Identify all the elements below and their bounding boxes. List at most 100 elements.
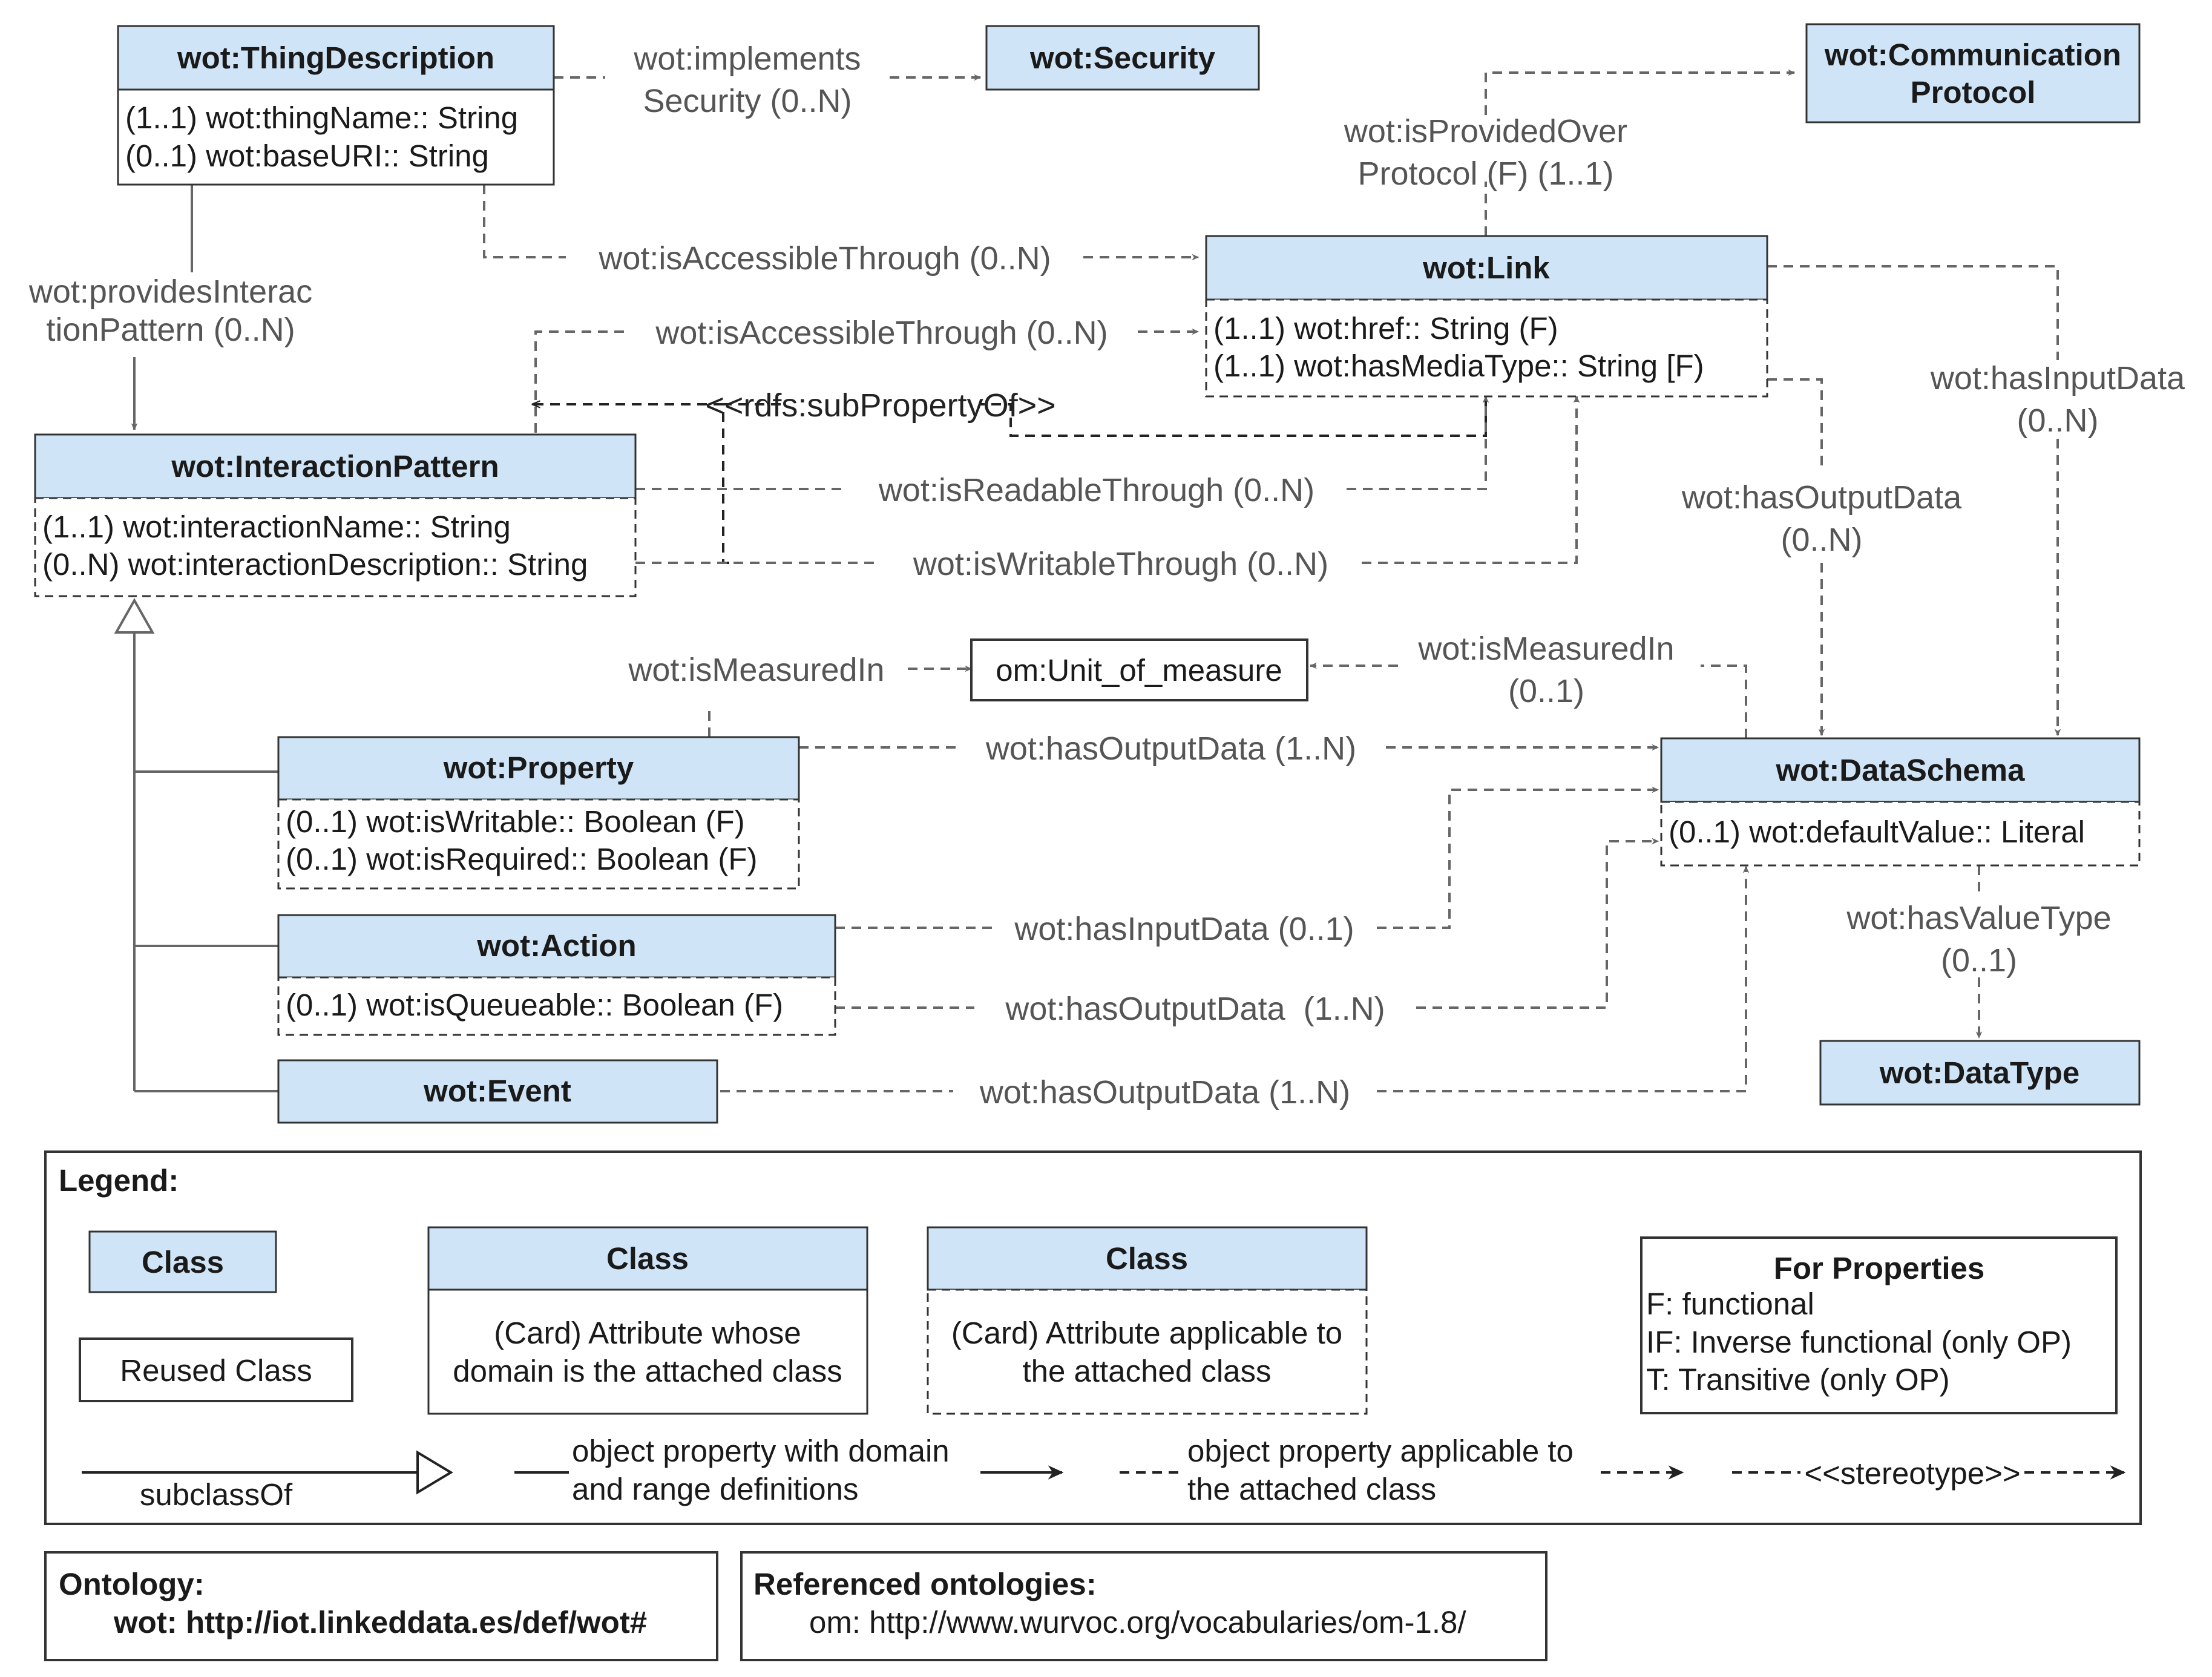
label-event-output: wot:hasOutputData (1..N) bbox=[979, 1074, 1350, 1111]
class-box bbox=[970, 638, 1308, 701]
label-ds-measured-2: (0..1) bbox=[1508, 673, 1584, 709]
legend-for-properties-title: For Properties bbox=[1774, 1251, 1985, 1285]
referenced-value: om: http://www.wurvoc.org/vocabularies/o… bbox=[809, 1605, 1466, 1639]
class-attr: (0..1) wot:isQueueable:: Boolean (F) bbox=[286, 988, 783, 1022]
legend-class-body bbox=[427, 1288, 868, 1415]
legend-obj-prop-domain-2: and range definitions bbox=[572, 1472, 859, 1506]
class-header bbox=[277, 1059, 718, 1124]
class-attr: (1..1) wot:thingName:: String bbox=[125, 100, 518, 135]
class-unit-of-measure[interactable]: om:Unit_of_measure bbox=[970, 638, 1308, 701]
legend: Legend: Class Reused Class Class (Card) … bbox=[44, 1150, 2142, 1525]
class-attr: (1..1) wot:href:: String (F) bbox=[1213, 311, 1558, 346]
class-header bbox=[1819, 1040, 2141, 1106]
class-title-line2: Protocol bbox=[1911, 75, 2036, 110]
label-implements-2: Security (0..N) bbox=[643, 83, 852, 119]
class-interaction-pattern[interactable]: wot:InteractionPattern (1..1) wot:intera… bbox=[34, 433, 637, 597]
class-body bbox=[277, 976, 836, 1036]
legend-class-label: Class bbox=[1106, 1241, 1188, 1276]
class-header bbox=[277, 736, 800, 801]
label-provides-interaction-1: wot:providesInterac bbox=[28, 274, 312, 310]
class-thing-description[interactable]: wot:ThingDescription (1..1) wot:thingNam… bbox=[117, 25, 555, 186]
class-header bbox=[1660, 737, 2141, 803]
ontology-value: wot: http://iot.linkeddata.es/def/wot# bbox=[113, 1605, 647, 1639]
legend-for-properties-line: T: Transitive (only OP) bbox=[1646, 1362, 1950, 1397]
class-header bbox=[34, 433, 637, 499]
edge-provided-over-b bbox=[1485, 69, 1796, 115]
legend-class-body bbox=[927, 1288, 1368, 1415]
referenced-title: Referenced ontologies: bbox=[753, 1567, 1097, 1601]
label-implements-1: wot:implements bbox=[633, 41, 861, 77]
ontology-title: Ontology: bbox=[59, 1567, 205, 1601]
label-link-input-2: (0..N) bbox=[2017, 402, 2099, 439]
class-body bbox=[117, 88, 555, 186]
class-security[interactable]: wot:Security bbox=[985, 25, 1260, 91]
edge-event-output-b bbox=[1377, 865, 1750, 1092]
legend-for-properties-box bbox=[1640, 1236, 2118, 1414]
class-header bbox=[1805, 23, 2141, 123]
legend-attr-applicable-1: (Card) Attribute applicable to bbox=[951, 1316, 1342, 1350]
label-action-output: wot:hasOutputData (1..N) bbox=[1005, 991, 1385, 1027]
class-data-schema[interactable]: wot:DataSchema (0..1) wot:defaultValue::… bbox=[1660, 737, 2141, 867]
subclass-triangle-icon bbox=[114, 597, 155, 634]
legend-reused-class-sample bbox=[79, 1337, 353, 1402]
referenced-ontologies-box: Referenced ontologies: om: http://www.wu… bbox=[740, 1551, 1547, 1661]
edge-writable-b bbox=[1362, 395, 1580, 564]
ontology-frame bbox=[44, 1551, 718, 1661]
edge-action-input-b bbox=[1377, 786, 1659, 929]
class-body bbox=[1205, 298, 1768, 398]
edge-td-accessible-a bbox=[483, 185, 566, 258]
class-attr: (0..1) wot:isWritable:: Boolean (F) bbox=[286, 804, 745, 839]
legend-for-properties-line: F: functional bbox=[1646, 1287, 1814, 1321]
label-td-accessible: wot:isAccessibleThrough (0..N) bbox=[598, 240, 1051, 277]
edge-ip-accessible-a bbox=[534, 330, 626, 433]
legend-attr-domain-2: domain is the attached class bbox=[453, 1354, 842, 1388]
label-link-output-1: wot:hasOutputData bbox=[1681, 479, 1962, 516]
edge-subproperty-b bbox=[722, 403, 781, 564]
class-link[interactable]: wot:Link (1..1) wot:href:: String (F) (1… bbox=[1205, 235, 1768, 398]
class-body bbox=[277, 798, 800, 890]
edge-readable-b bbox=[1347, 395, 1489, 490]
legend-subclass-triangle-icon bbox=[416, 1450, 453, 1495]
label-ip-accessible: wot:isAccessibleThrough (0..N) bbox=[655, 315, 1108, 351]
edges bbox=[114, 69, 2061, 1092]
class-attr: (0..1) wot:baseURI:: String bbox=[125, 139, 489, 173]
edge-link-output-a bbox=[1767, 378, 1823, 472]
class-title: wot:Link bbox=[1422, 251, 1550, 285]
legend-class-label: Class bbox=[606, 1241, 689, 1276]
class-communication-protocol[interactable]: wot:Communication Protocol bbox=[1805, 23, 2141, 123]
label-action-input: wot:hasInputData (0..1) bbox=[1014, 911, 1354, 947]
legend-class-header bbox=[927, 1226, 1368, 1291]
legend-obj-prop-applicable-2: the attached class bbox=[1187, 1472, 1436, 1506]
edge-labels: wot:implements Security (0..N) wot:isPro… bbox=[28, 41, 2185, 1111]
class-title: wot:Action bbox=[476, 928, 636, 963]
class-title: wot:DataType bbox=[1879, 1055, 2080, 1090]
legend-class-header bbox=[427, 1226, 868, 1291]
class-action[interactable]: wot:Action (0..1) wot:isQueueable:: Bool… bbox=[277, 914, 836, 1036]
class-title: wot:Property bbox=[443, 750, 634, 785]
label-subproperty: <<rdfs:subPropertyOf>> bbox=[705, 387, 1055, 424]
class-event[interactable]: wot:Event bbox=[277, 1059, 718, 1124]
legend-stereotype: <<stereotype>> bbox=[1804, 1456, 2020, 1491]
legend-subclass-label: subclassOf bbox=[140, 1477, 293, 1512]
class-attr: (1..1) wot:interactionName:: String bbox=[42, 510, 511, 544]
legend-attr-applicable-2: the attached class bbox=[1022, 1354, 1271, 1388]
edge-subproperty-a bbox=[980, 396, 1487, 437]
class-attr: (0..N) wot:interactionDescription:: Stri… bbox=[42, 547, 588, 582]
label-prop-output: wot:hasOutputData (1..N) bbox=[985, 730, 1356, 767]
label-writable: wot:isWritableThrough (0..N) bbox=[913, 546, 1328, 582]
class-title: om:Unit_of_measure bbox=[996, 653, 1282, 688]
class-property[interactable]: wot:Property (0..1) wot:isWritable:: Boo… bbox=[277, 736, 800, 890]
label-provides-interaction-2: tionPattern (0..N) bbox=[46, 312, 295, 348]
label-value-type-2: (0..1) bbox=[1941, 942, 2017, 979]
ontology-box: Ontology: wot: http://iot.linkeddata.es/… bbox=[44, 1551, 718, 1661]
label-readable: wot:isReadableThrough (0..N) bbox=[878, 472, 1314, 508]
class-title: wot:InteractionPattern bbox=[171, 449, 499, 484]
edge-link-input-a bbox=[1767, 265, 2059, 360]
class-title: wot:Security bbox=[1029, 41, 1216, 75]
class-attr: (0..1) wot:isRequired:: Boolean (F) bbox=[286, 842, 758, 876]
class-attr: (1..1) wot:hasMediaType:: String [F) bbox=[1213, 349, 1704, 383]
class-attr: (0..1) wot:defaultValue:: Literal bbox=[1669, 815, 2085, 849]
class-title: wot:ThingDescription bbox=[177, 41, 494, 75]
class-data-type[interactable]: wot:DataType bbox=[1819, 1040, 2141, 1106]
legend-title: Legend: bbox=[59, 1163, 179, 1198]
